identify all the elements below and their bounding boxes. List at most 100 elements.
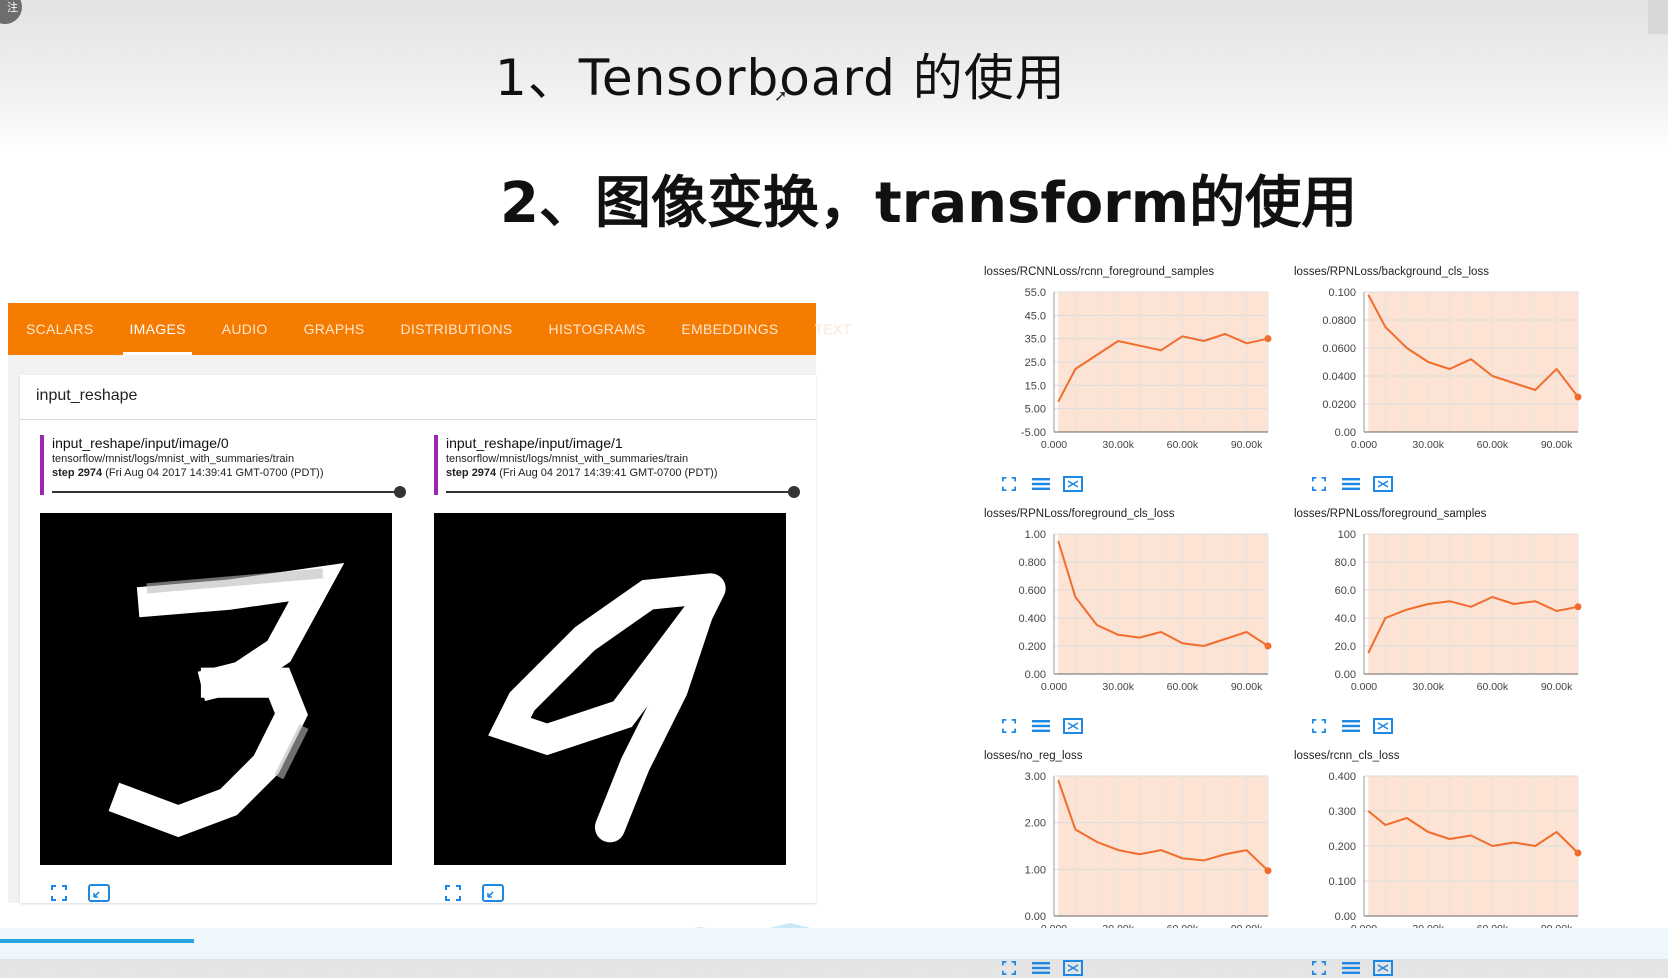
fit-domain-icon[interactable]	[1372, 474, 1394, 494]
image-meta: input_reshape/input/image/1 tensorflow/m…	[434, 435, 794, 495]
y-tick-label: 60.0	[1335, 585, 1356, 597]
step-slider[interactable]	[52, 491, 400, 493]
tab-images[interactable]: IMAGES	[111, 303, 203, 355]
image-block-0: input_reshape/input/image/0 tensorflow/m…	[40, 435, 400, 495]
image-tools	[48, 883, 110, 903]
list-icon[interactable]	[1340, 474, 1362, 494]
x-tick-label: 30.00k	[1412, 439, 1444, 451]
slider-knob[interactable]	[788, 486, 800, 498]
step-value: 2974	[472, 467, 496, 479]
chart-title: losses/RPNLoss/foreground_samples	[1294, 508, 1486, 520]
chart-tools	[998, 958, 1084, 978]
corner-badge[interactable]: 注	[0, 0, 22, 24]
tab-text[interactable]: TEXT	[797, 303, 870, 355]
x-tick-label: 0.000	[1351, 439, 1377, 451]
tab-distributions[interactable]: DISTRIBUTIONS	[383, 303, 531, 355]
y-tick-label: 5.00	[1025, 404, 1046, 416]
expand-icon[interactable]	[998, 474, 1020, 494]
expand-icon[interactable]	[998, 958, 1020, 978]
step-label: step	[446, 467, 469, 479]
image-path: tensorflow/mnist/logs/mnist_with_summari…	[52, 452, 400, 466]
list-icon[interactable]	[1340, 958, 1362, 978]
x-tick-label: 0.000	[1041, 681, 1067, 693]
video-progress-bar[interactable]	[0, 939, 194, 943]
chart-title: losses/RPNLoss/background_cls_loss	[1294, 266, 1489, 278]
fullscreen-icon[interactable]	[442, 883, 464, 903]
y-tick-label: 0.200	[1018, 641, 1046, 653]
y-tick-label: 0.600	[1018, 585, 1046, 597]
y-tick-label: 0.00	[1335, 427, 1356, 439]
data-point	[1575, 394, 1582, 401]
list-icon[interactable]	[1030, 474, 1052, 494]
fit-domain-icon[interactable]	[1062, 716, 1084, 736]
scalar-charts-grid: losses/RCNNLoss/rcnn_foreground_samples 5…	[978, 262, 1608, 959]
expand-icon[interactable]	[1308, 474, 1330, 494]
y-tick-label: 0.100	[1328, 287, 1356, 299]
tab-audio[interactable]: AUDIO	[204, 303, 286, 355]
chart-title: losses/RCNNLoss/rcnn_foreground_samples	[984, 266, 1214, 278]
fit-image-icon[interactable]	[482, 883, 504, 903]
expand-icon[interactable]	[1308, 716, 1330, 736]
data-point	[1575, 603, 1582, 610]
x-tick-label: 90.00k	[1231, 439, 1263, 451]
expand-icon[interactable]	[1308, 958, 1330, 978]
y-tick-label: 15.0	[1025, 380, 1046, 392]
image-name: input_reshape/input/image/1	[446, 435, 794, 452]
y-tick-label: 0.400	[1328, 771, 1356, 783]
tab-histograms[interactable]: HISTOGRAMS	[531, 303, 664, 355]
scalar-chart: losses/RCNNLoss/rcnn_foreground_samples 5…	[978, 262, 1278, 492]
image-path: tensorflow/mnist/logs/mnist_with_summari…	[446, 452, 794, 466]
data-point	[1265, 335, 1272, 342]
tab-embeddings[interactable]: EMBEDDINGS	[663, 303, 796, 355]
tab-graphs[interactable]: GRAPHS	[286, 303, 383, 355]
card-divider	[20, 419, 816, 420]
y-tick-label: 80.0	[1335, 557, 1356, 569]
fit-domain-icon[interactable]	[1062, 958, 1084, 978]
slide-title-2: 2、图像变换，transform的使用	[500, 158, 1357, 239]
fullscreen-icon[interactable]	[48, 883, 70, 903]
slider-knob[interactable]	[394, 486, 406, 498]
image-meta: input_reshape/input/image/0 tensorflow/m…	[40, 435, 400, 495]
fit-domain-icon[interactable]	[1372, 958, 1394, 978]
image-name: input_reshape/input/image/0	[52, 435, 400, 452]
y-tick-label: 0.00	[1025, 669, 1046, 681]
mnist-image	[434, 513, 786, 865]
y-tick-label: 3.00	[1025, 771, 1046, 783]
y-tick-label: 0.800	[1018, 557, 1046, 569]
y-tick-label: 40.0	[1335, 613, 1356, 625]
video-scrubber[interactable]	[0, 928, 1668, 959]
corner-widget	[1648, 0, 1668, 34]
tab-scalars[interactable]: SCALARS	[8, 303, 111, 355]
y-tick-label: 0.400	[1018, 613, 1046, 625]
variance-band	[1058, 534, 1268, 674]
y-tick-label: 0.100	[1328, 876, 1356, 888]
step-date: (Fri Aug 04 2017 14:39:41 GMT-0700 (PDT)…	[105, 467, 323, 479]
step-slider[interactable]	[446, 491, 794, 493]
y-tick-label: 2.00	[1025, 818, 1046, 830]
y-tick-label: 0.0600	[1322, 343, 1356, 355]
x-tick-label: 0.000	[1041, 439, 1067, 451]
fit-image-icon[interactable]	[88, 883, 110, 903]
list-icon[interactable]	[1030, 716, 1052, 736]
fit-domain-icon[interactable]	[1062, 474, 1084, 494]
data-point	[1265, 643, 1272, 650]
digit-9-image	[434, 513, 786, 865]
mouse-cursor-icon: ➚	[774, 86, 787, 105]
card-title[interactable]: input_reshape	[36, 387, 137, 405]
expand-icon[interactable]	[998, 716, 1020, 736]
x-tick-label: 90.00k	[1231, 681, 1263, 693]
list-icon[interactable]	[1340, 716, 1362, 736]
list-icon[interactable]	[1030, 958, 1052, 978]
x-tick-label: 60.00k	[1477, 439, 1509, 451]
y-tick-label: 0.300	[1328, 806, 1356, 818]
y-tick-label: 0.00	[1335, 669, 1356, 681]
fit-domain-icon[interactable]	[1372, 716, 1394, 736]
chart-tools	[1308, 474, 1394, 494]
